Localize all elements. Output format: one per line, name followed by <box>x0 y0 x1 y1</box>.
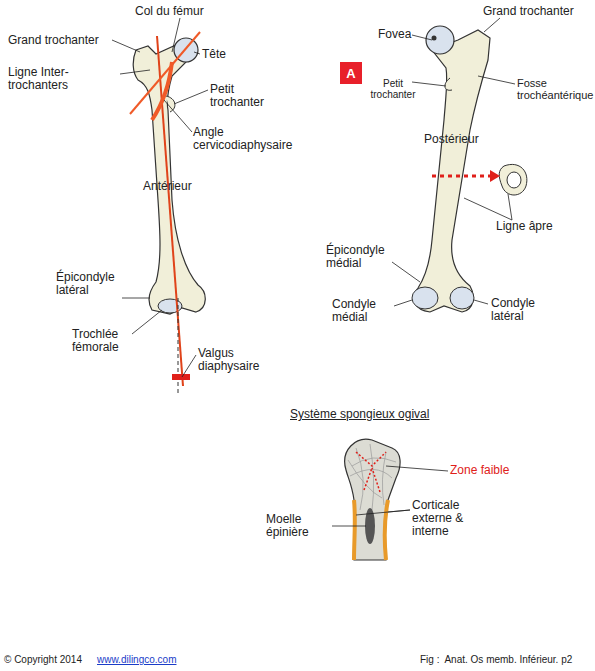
part-label: Postérieur <box>424 133 479 146</box>
part-label: Ligne âpre <box>496 220 553 233</box>
part-label: Grand trochanter <box>8 34 99 47</box>
section-arrow <box>432 175 492 178</box>
view-badge: A <box>340 62 362 84</box>
part-label: Épicondyle latéral <box>56 271 136 297</box>
femoral-head <box>426 26 454 54</box>
femur-posterior <box>414 30 490 312</box>
badge-letter: A <box>346 66 355 81</box>
part-label: Fovea <box>378 28 411 41</box>
leader-lines <box>392 18 515 306</box>
cortical <box>385 500 388 560</box>
part-label: Petit trochanter <box>368 78 418 100</box>
part-label: Angle cervicodiaphysaire <box>193 126 313 152</box>
part-label: Grand trochanter <box>483 5 574 18</box>
part-label: Corticale externe & interne <box>412 499 502 538</box>
figure-caption: Fig : Anat. Os memb. Inférieur. p2 <box>420 653 572 666</box>
part-label: Zone faible <box>450 464 509 477</box>
part-label: Condyle médial <box>332 298 394 324</box>
part-label: © Copyright 2014 <box>4 653 82 666</box>
arrow-head <box>490 170 500 182</box>
part-label: Antérieur <box>143 180 192 193</box>
leader-lines <box>112 18 208 377</box>
part-label: Tête <box>202 48 226 61</box>
femur-section <box>345 439 400 560</box>
lateral-condyle <box>450 287 474 309</box>
weak-zone <box>356 452 386 492</box>
part-label: Fosse trochéantérique <box>517 77 595 101</box>
part-label: Valgus diaphysaire <box>198 347 278 373</box>
part-label: www.dilingco.com <box>97 653 176 666</box>
part-label: Moelle épinière <box>266 513 332 539</box>
part-label: Trochlée fémorale <box>72 328 142 354</box>
part-label: Col du fémur <box>135 5 204 18</box>
valgus-mark <box>172 374 190 380</box>
part-label: Système spongieux ogival <box>290 408 429 421</box>
part-label: Épicondyle médial <box>326 244 402 270</box>
part-label: Ligne Inter-trochanters <box>8 66 120 92</box>
mechanical-axis <box>157 36 183 386</box>
shaft-cross-section <box>499 164 527 195</box>
femur-anterior <box>133 44 205 314</box>
medullary-cavity <box>507 172 521 188</box>
medial-condyle <box>412 287 438 309</box>
cortical <box>352 500 357 560</box>
fovea-pit <box>432 36 437 41</box>
angle-arc <box>152 62 172 120</box>
lesser-trochanter <box>445 78 452 90</box>
part-label: Petit trochanter <box>210 83 280 109</box>
part-label: Condyle latéral <box>491 297 553 323</box>
